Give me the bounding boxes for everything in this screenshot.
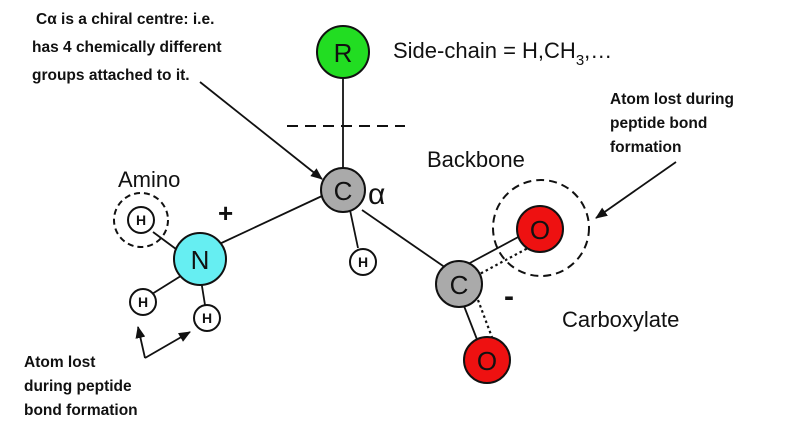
atom-lost-right-line-2: peptide bond (610, 115, 707, 132)
chiral-note-line-1: Cα is a chiral centre: i.e. (36, 11, 214, 28)
bond-ca-h (349, 209, 359, 249)
atom-o-top-circle (516, 205, 564, 253)
backbone-label: Backbone (427, 147, 525, 172)
atom-c-carboxyl: C (435, 260, 483, 308)
atom-n-label: N (191, 245, 210, 275)
side-chain-prefix: Side-chain = H,CH (393, 38, 576, 63)
bond-c-o-top-solid (467, 234, 523, 265)
arrow-left-note-to-h-left (135, 326, 146, 359)
bond-ca-n (214, 195, 323, 247)
atom-h-n-left: H (129, 288, 157, 316)
atom-h-n-left-label: H (138, 294, 148, 310)
atom-h-n-right-circle (193, 304, 221, 332)
atom-o-top: O (516, 205, 564, 253)
atom-lost-right-note: Atom lost during peptide bond formation (610, 91, 738, 156)
leaving-o-dashed-ring (492, 179, 590, 277)
atom-lost-left-line-1: Atom lost (24, 354, 95, 371)
atom-h-ca: H (349, 248, 377, 276)
side-chain-label: Side-chain = H,CH3,… (393, 38, 612, 69)
chiral-note: Cα is a chiral centre: i.e. has 4 chemic… (32, 11, 226, 84)
bond-c-o-bottom-solid (463, 305, 479, 343)
atom-c-alpha-circle (320, 167, 366, 213)
atom-lost-right-line-3: formation (610, 139, 681, 156)
atom-o-top-label: O (530, 215, 550, 245)
atom-h-n-left-circle (129, 288, 157, 316)
amino-label: Amino (118, 167, 180, 192)
atom-h-leaving-label: H (136, 212, 146, 228)
atom-h-ca-label: H (358, 254, 368, 270)
atom-c-carboxyl-circle (435, 260, 483, 308)
atom-h-n-right-label: H (202, 310, 212, 326)
chiral-note-line-2: has 4 chemically different (32, 39, 222, 56)
bond-c-o-bottom-dotted (476, 299, 495, 341)
atom-lost-left-line-3: bond formation (24, 402, 138, 419)
minus-charge: - (504, 280, 514, 313)
leaving-h-dashed-ring (113, 192, 169, 248)
bond-c-o-top-dotted (475, 247, 529, 277)
arrow-chiral-to-ca (199, 81, 323, 180)
atom-o-bottom-label: O (477, 346, 497, 376)
side-chain-suffix: ,… (584, 38, 612, 63)
atom-n: N (173, 232, 227, 286)
atom-lost-left-note: Atom lost during peptide bond formation (24, 354, 138, 419)
atom-o-bottom: O (463, 336, 511, 384)
arrow-right-note-to-o (595, 161, 677, 219)
atom-h-leaving: H (127, 206, 155, 234)
atom-c-carboxyl-label: C (450, 270, 469, 300)
atom-h-ca-circle (349, 248, 377, 276)
atom-o-bottom-circle (463, 336, 511, 384)
bond-ca-c (361, 209, 447, 269)
arrow-left-note-to-h-right (144, 331, 191, 359)
atom-lost-left-line-2: during peptide (24, 378, 132, 395)
carboxylate-label: Carboxylate (562, 307, 679, 332)
chiral-note-line-3: groups attached to it. (32, 67, 190, 84)
side-chain-subscript: 3 (576, 52, 584, 69)
plus-charge: + (218, 198, 233, 228)
atom-r-label: R (334, 38, 353, 68)
atom-r-circle (316, 25, 370, 79)
atom-h-leaving-circle (127, 206, 155, 234)
atom-h-n-right: H (193, 304, 221, 332)
atom-c-alpha: C (320, 167, 366, 213)
alpha-symbol: α (368, 178, 385, 211)
bond-n-h-bottom-left (151, 273, 185, 295)
atom-lost-right-line-1: Atom lost during (610, 91, 734, 108)
atom-c-alpha-label: C (334, 176, 353, 206)
atom-n-circle (173, 232, 227, 286)
atom-r: R (316, 25, 370, 79)
